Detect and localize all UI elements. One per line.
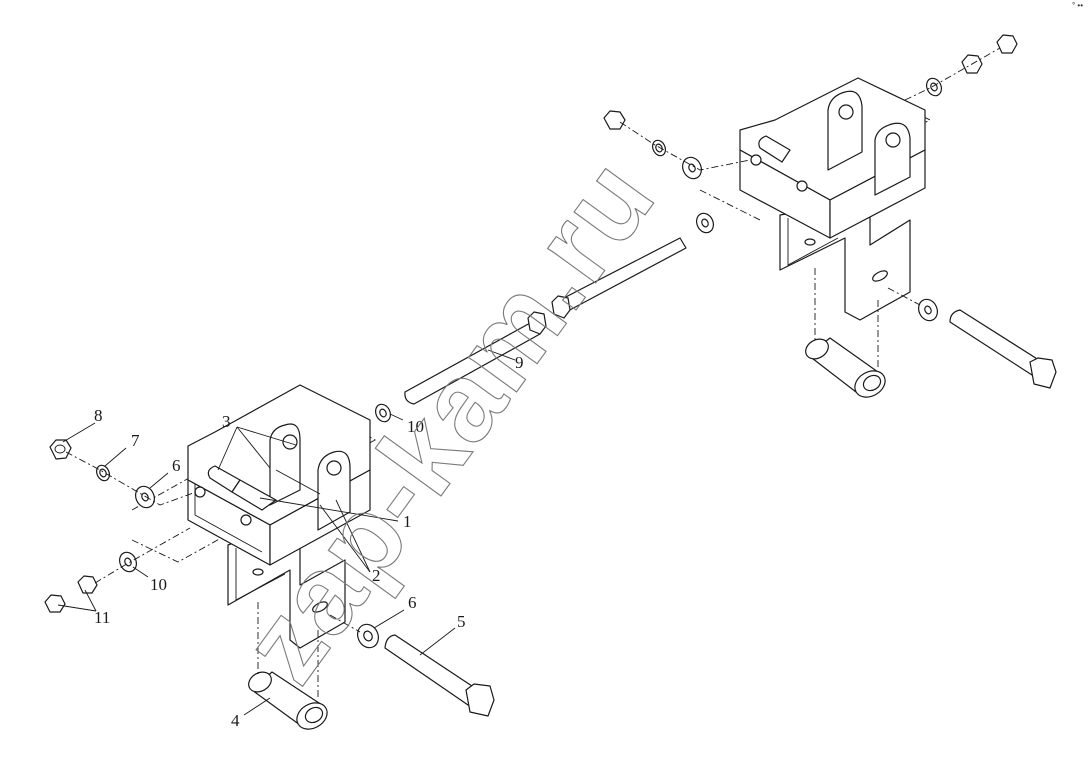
lock-washer-right [651, 139, 667, 157]
bushing-right [805, 337, 886, 398]
washer-right-mid [696, 212, 714, 234]
nut-right-top-2 [996, 34, 1018, 54]
washer-6-lower [357, 623, 379, 649]
left-bracket-assembly [131, 384, 376, 649]
nut-right-left [603, 110, 626, 130]
corner-mark: ° •• [1072, 1, 1083, 10]
long-bolt-right [551, 237, 687, 319]
nuts-11 [44, 575, 98, 613]
bracket-lug-front [317, 450, 351, 531]
callout-6-lower: 6 [408, 593, 417, 612]
callout-9: 9 [515, 353, 524, 372]
callout-1: 1 [403, 512, 412, 531]
washer-6-upper [135, 485, 155, 509]
washer-10-upper [375, 403, 391, 423]
callout-5: 5 [457, 612, 466, 631]
bracket-lug-rear [269, 423, 301, 506]
callout-10-lower: 10 [150, 575, 167, 594]
washer-10-lower [119, 551, 137, 573]
lock-washer-7 [95, 464, 111, 482]
callout-11: 11 [94, 608, 110, 627]
callout-numbers: 8 7 6 3 1 2 9 10 10 11 6 5 4 [94, 353, 524, 730]
washer-right-left [682, 156, 702, 180]
callout-10-upper: 10 [407, 417, 424, 436]
nut-8-left [49, 439, 72, 460]
bolt-5-right [949, 309, 1057, 389]
bracket-vertical-plate-right [779, 199, 911, 321]
callout-8: 8 [94, 406, 103, 425]
long-bolt-9 [404, 311, 547, 405]
right-bracket-assembly [699, 77, 932, 321]
callout-7: 7 [131, 431, 140, 450]
callout-4: 4 [231, 711, 240, 730]
leader-lines [57, 349, 516, 716]
bushing-left [248, 671, 328, 730]
callout-6-upper: 6 [172, 456, 181, 475]
bolt-5-left [384, 634, 495, 717]
washer-right-top [926, 77, 942, 97]
callout-2: 2 [372, 566, 381, 585]
callout-3: 3 [222, 412, 231, 431]
washer-right-lower [918, 298, 938, 322]
